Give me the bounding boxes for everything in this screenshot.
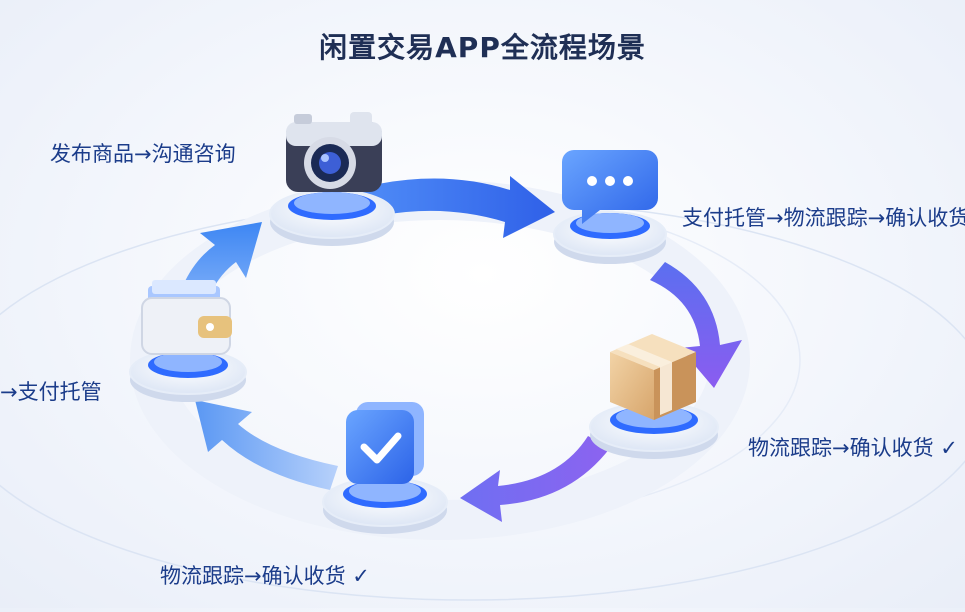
pedestal-wallet [129,349,247,402]
wallet-icon [141,280,232,355]
camera-icon [286,112,382,192]
label-left: →支付托管 [0,380,102,404]
pedestal-chat [553,211,667,264]
package-box-icon [610,334,696,420]
label-right: 物流跟踪→确认收货 ✓ [748,436,958,460]
arrow-top [360,176,555,238]
chat-bubble-icon [562,150,658,224]
label-top-right: 支付托管→物流跟踪→确认收货 [682,206,965,230]
checkmark-icon [346,402,424,484]
arrow-bottom-left [195,400,338,490]
pedestal-camera [269,189,395,246]
label-bottom: 物流跟踪→确认收货 ✓ [160,564,370,588]
label-top-left: 发布商品→沟通咨询 [50,142,236,166]
arrow-bottom [460,436,610,522]
arrow-right [650,262,742,388]
page-title: 闲置交易APP全流程场景 [319,31,646,64]
pedestal-check [322,477,448,534]
